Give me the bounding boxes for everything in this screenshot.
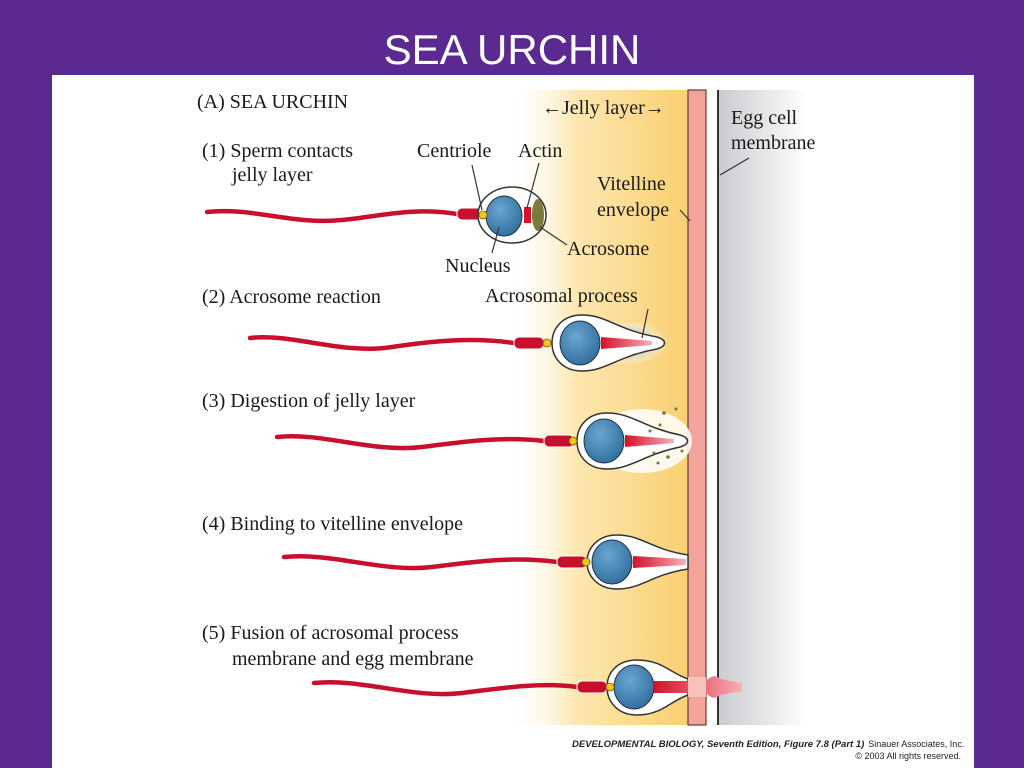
egg-cell-label-line1: Egg cell xyxy=(731,107,798,129)
jelly-layer-region xyxy=(515,90,690,725)
actin xyxy=(524,207,531,223)
acrosome-leader xyxy=(539,226,568,246)
slide-title: SEA URCHIN xyxy=(383,26,641,73)
midpiece xyxy=(576,680,608,694)
vitelline-gap xyxy=(688,677,706,697)
sperm-step-5 xyxy=(311,659,742,716)
centriole-label: Centriole xyxy=(417,140,492,162)
vitelline-label-line1: Vitelline xyxy=(597,173,666,195)
sperm-tail xyxy=(281,554,560,571)
midpiece xyxy=(513,336,545,350)
panel-title: (A) SEA URCHIN xyxy=(197,91,348,113)
step-5-label-line1: (5) Fusion of acrosomal process xyxy=(202,622,459,644)
acrosome xyxy=(532,199,544,231)
centriole-leader xyxy=(471,164,483,211)
sperm-step-2 xyxy=(247,314,667,372)
figure-panel: (A) SEA URCHIN ←Jelly layer→ Egg cell me… xyxy=(52,75,974,768)
sperm-fertilization-diagram: (A) SEA URCHIN ←Jelly layer→ Egg cell me… xyxy=(197,89,964,761)
centriole xyxy=(568,436,578,446)
sperm-step-1 xyxy=(204,186,547,244)
vitelline-envelope-band xyxy=(687,89,707,726)
nucleus xyxy=(559,320,601,366)
actin-label: Actin xyxy=(518,140,562,162)
sperm-tail xyxy=(247,335,517,352)
lysin-enzyme-dots xyxy=(648,407,684,465)
centriole xyxy=(605,682,615,692)
nucleus-label: Nucleus xyxy=(445,255,511,277)
credit-line-2: © 2003 All rights reserved. xyxy=(855,751,961,761)
credit-line-1: DEVELOPMENTAL BIOLOGY, Seventh Edition, … xyxy=(572,739,964,750)
credit-publisher: Sinauer Associates, Inc. xyxy=(868,739,964,749)
step-3-label: (3) Digestion of jelly layer xyxy=(202,390,416,412)
acrosomal-process-label: Acrosomal process xyxy=(485,285,638,307)
vitelline-label-line2: envelope xyxy=(597,199,669,221)
nucleus-leader xyxy=(491,226,500,254)
egg-membrane-leader xyxy=(719,157,750,176)
sperm-step-4 xyxy=(281,534,689,590)
actin xyxy=(625,435,674,447)
actin xyxy=(633,556,686,568)
nucleus xyxy=(613,664,655,710)
actin xyxy=(601,337,652,349)
acrosomal-process-leader xyxy=(641,308,649,339)
step-1-label-line1: (1) Sperm contacts xyxy=(202,140,353,162)
sperm-step-3 xyxy=(274,407,692,473)
step-2-label: (2) Acrosome reaction xyxy=(202,286,381,308)
acrosome-label: Acrosome xyxy=(567,238,649,260)
sperm-tail xyxy=(204,208,460,224)
nucleus xyxy=(583,418,625,464)
centriole xyxy=(542,338,552,348)
sperm-tail xyxy=(311,680,580,697)
sperm-tail xyxy=(274,434,547,451)
nucleus xyxy=(485,195,523,237)
step-1-label-line2: jelly layer xyxy=(202,164,313,186)
egg-cell-label-line2: membrane xyxy=(731,132,816,154)
jelly-layer-label: ←Jelly layer→ xyxy=(542,97,665,119)
egg-cytoplasm-region xyxy=(718,90,808,725)
credit-book: DEVELOPMENTAL BIOLOGY, Seventh Edition, … xyxy=(572,739,864,750)
step-5-label-line2: membrane and egg membrane xyxy=(202,648,474,670)
centriole xyxy=(581,557,591,567)
actin-leader xyxy=(526,162,540,209)
nucleus xyxy=(591,539,633,585)
vitelline-leader xyxy=(679,209,691,222)
centriole xyxy=(478,210,488,220)
step-4-label: (4) Binding to vitelline envelope xyxy=(202,513,463,535)
